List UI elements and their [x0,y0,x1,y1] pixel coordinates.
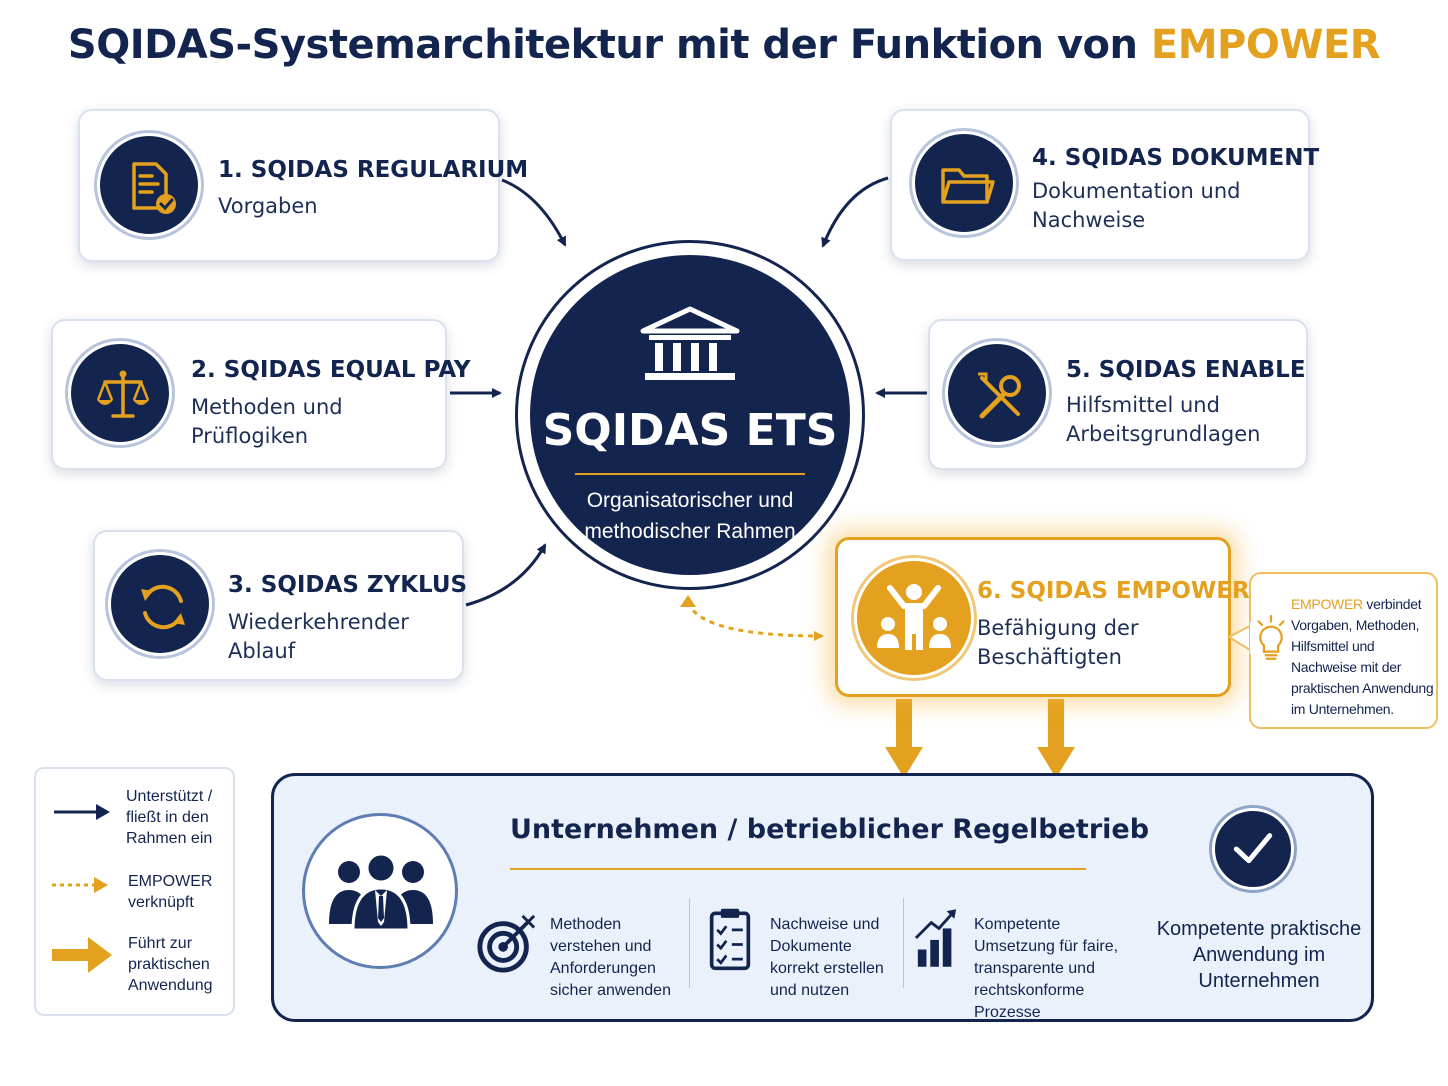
navy-arrow-icon [54,804,110,820]
thick-arrow-left [885,699,923,778]
module-title: 2. SQIDAS EQUAL PAY [191,357,471,383]
module-title: 4. SQIDAS DOKUMENT [1032,145,1320,171]
clipboard-checklist-icon [709,908,751,971]
target-icon [477,914,536,973]
team-badge [302,813,458,969]
badge-empower [854,558,974,678]
module-card-empower: 6. SQIDAS EMPOWER Befähigung der Beschäf… [835,537,1250,697]
company-operations-panel: Unternehmen / betrieblicher Regelbetrieb… [271,773,1374,1022]
benefit-methods: Methoden verstehen und Anforderungen sic… [550,916,671,999]
benefit-documents: Nachweise und Dokumente korrekt erstelle… [770,916,884,999]
thick-gold-arrow-icon [52,937,112,973]
module-card-zyklus: 3. SQIDAS ZYKLUS Wiederkehrender Ablauf [93,530,468,681]
panel-title: Unternehmen / betrieblicher Regelbetrieb [510,814,1150,845]
badge-dokument [912,131,1016,235]
folder-icon [941,168,995,204]
dotted-gold-arrow-icon [52,877,108,893]
module-subtitle: Vorgaben [218,194,318,218]
panel-title-underline [510,868,1086,870]
module-subtitle: Hilfsmittel und Arbeitsgrundlagen [1066,393,1261,446]
institution-icon [640,306,740,380]
module-title: 3. SQIDAS ZYKLUS [228,572,468,598]
arrow-empower-up-head [680,595,696,607]
arrow-empower-link [686,601,824,641]
legend: Unterstützt / fließt in den Rahmen ein E… [34,767,235,1016]
module-subtitle: Wiederkehrender Ablauf [228,610,409,663]
module-card-enable: 5. SQIDAS ENABLE Hilfsmittel und Arbeits… [928,319,1308,470]
badge-equal-pay [68,341,172,445]
thick-arrow-right [1037,699,1075,778]
tools-icon [978,372,1021,419]
module-title: 5. SQIDAS ENABLE [1066,357,1306,383]
legend-item-practice: Führt zur praktischen Anwendung [128,935,213,994]
badge-zyklus [108,552,212,656]
legend-item-empower: EMPOWER verknüpft [128,873,213,911]
badge-enable [945,341,1049,445]
center-divider [575,473,805,475]
badge-regularium [97,133,201,237]
note-text: EMPOWER verbindet Vorgaben, Methoden, Hi… [1291,596,1434,717]
center-hub-inner: SQIDAS ETS Organisatorischer und methodi… [530,255,850,575]
team-icon [329,852,433,932]
center-subtitle: Organisatorischer und methodischer Rahme… [584,489,796,543]
module-subtitle: Dokumentation und Nachweise [1032,179,1241,232]
empower-note: EMPOWER verbindet Vorgaben, Methoden, Hi… [1249,572,1438,729]
legend-item-support: Unterstützt / fließt in den Rahmen ein [126,788,213,847]
result-text: Kompetente praktische Anwendung im Unter… [1156,918,1362,992]
module-subtitle: Methoden und Prüflogiken [191,395,343,448]
lightbulb-icon [1257,615,1285,660]
benefit-divider [903,898,904,988]
cycle-arrows-icon [141,584,185,630]
center-title: SQIDAS ETS [542,405,838,456]
module-title: 1. SQIDAS REGULARIUM [218,157,529,183]
module-card-equal-pay: 2. SQIDAS EQUAL PAY Methoden und Prüflog… [51,319,471,470]
result-badge [1212,808,1294,890]
empower-title: 6. SQIDAS EMPOWER [977,578,1250,604]
scales-icon [96,370,150,418]
benefit-implementation: Kompetente Umsetzung für faire, transpar… [974,916,1119,1021]
benefit-divider [689,898,690,988]
people-empowered-icon [877,584,951,650]
checkmark-icon [1233,833,1273,864]
module-card-dokument: 4. SQIDAS DOKUMENT Dokumentation und Nac… [890,109,1319,261]
arrow-zyklus [465,543,547,607]
page-title: SQIDAS-Systemarchitektur mit der Funktio… [67,22,1381,68]
growth-chart-icon [914,909,957,967]
checklist-document-icon [132,162,176,214]
module-card-regularium: 1. SQIDAS REGULARIUM Vorgaben [78,109,528,262]
center-hub: SQIDAS ETS Organisatorischer und methodi… [515,240,865,590]
arrow-dokument [821,176,889,248]
empower-subtitle: Befähigung der Beschäftigten [977,616,1139,669]
arrow-regularium [501,178,567,247]
